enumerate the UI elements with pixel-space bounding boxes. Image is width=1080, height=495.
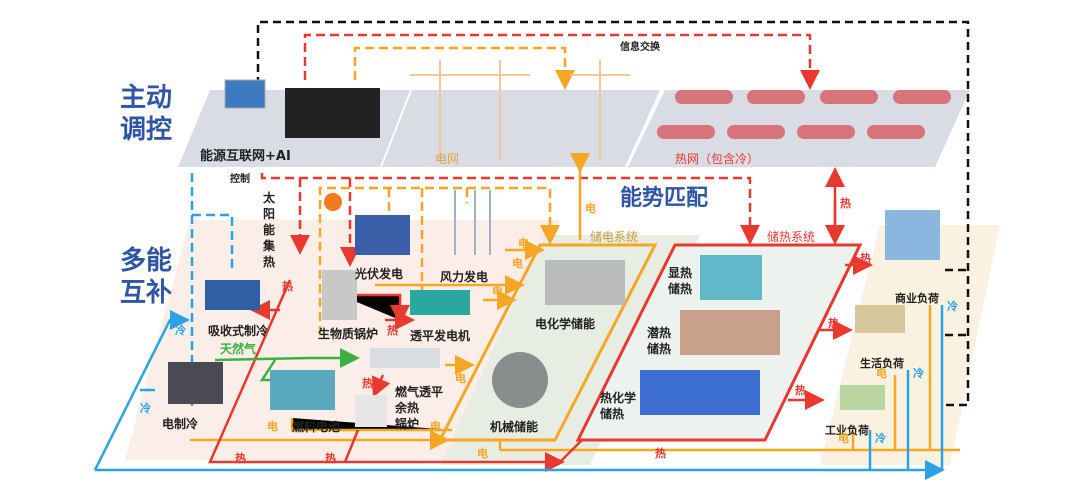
waste-heat-boiler-label: 余热锅炉 [395, 401, 420, 431]
flow-label-cold: 冷 [947, 300, 958, 313]
latent-label: 潜热储热 [647, 326, 672, 356]
thermal-storage-title: 储热系统 [767, 230, 816, 244]
flow-label-heat: 热 [235, 452, 246, 465]
flow-label-electric: 电 [838, 432, 849, 445]
electric-storage-border [437, 243, 658, 442]
section-active-control: 主动 调控 [120, 83, 173, 145]
flow-label-heat: 热 [655, 447, 666, 460]
flow-label-heat: 热 [860, 252, 871, 265]
wind-turbine-icon [454, 190, 491, 255]
flow-label-electric: 电 [267, 420, 278, 433]
industrial-factory-icon [840, 385, 885, 410]
grid-platform [382, 90, 660, 167]
flow-label-electric: 电 [518, 237, 529, 250]
waste-heat-boiler-icon [355, 395, 387, 427]
flow-label-heat: 热 [362, 377, 373, 390]
flow-label-cold: 冷 [913, 367, 924, 380]
residential-house-icon [855, 305, 905, 333]
electric-chiller-label: 电制冷 [162, 417, 199, 431]
turbine-generator-label: 透平发电机 [410, 329, 471, 343]
thermochemical-icon [640, 370, 760, 415]
flow-label-heat: 热 [828, 317, 839, 330]
flow-label-electric: 电 [477, 447, 488, 460]
flow-label-electric: 电 [455, 372, 466, 385]
electrochemical-label: 电化学储能 [535, 317, 596, 331]
absorption-chiller-label: 吸收式制冷 [208, 324, 269, 338]
control-label: 控制 [230, 174, 250, 185]
monitor-icon [224, 79, 266, 109]
electric-storage-base [440, 235, 700, 465]
absorption-chiller-icon [205, 280, 260, 310]
server-icon [285, 88, 380, 138]
flow-label-cold: 冷 [140, 402, 151, 415]
pv-panel-icon [355, 215, 410, 255]
electrochemical-icon [545, 260, 625, 305]
latent-storage-icon [680, 310, 780, 355]
sun-icon [324, 193, 342, 211]
flow-label-electric: 电 [430, 420, 441, 433]
gas-turbine-label: 燃气透平 [395, 385, 444, 399]
solar-thermal-label: 太阳能集热 [263, 191, 276, 269]
pv-label: 光伏发电 [355, 267, 404, 281]
flow-label-cold: 冷 [175, 324, 186, 337]
industrial-load-label: 工业负荷 [825, 424, 869, 437]
fuel-cell-label: 燃料电池 [292, 420, 341, 434]
section-multi-energy: 多能 互补 [120, 246, 173, 308]
electric-chiller-icon [168, 362, 223, 404]
mechanical-label: 机械储能 [490, 420, 539, 434]
wind-label: 风力发电 [440, 270, 489, 284]
heat-grid-label: 热网（包含冷） [675, 152, 760, 166]
commercial-load-label: 商业负荷 [895, 292, 939, 305]
flow-label-heat: 热 [795, 384, 806, 397]
thermochemical-label: 热化学储热 [600, 391, 637, 421]
pylon-icons [410, 60, 630, 160]
info-exchange-label: 信息交换 [620, 42, 660, 53]
flow-label-cold: 冷 [875, 432, 886, 445]
flow-label-electric: 电 [492, 285, 503, 298]
power-grid-label: 电网 [435, 152, 460, 166]
biomass-boiler-icon [322, 270, 357, 320]
flow-label-electric: 电 [585, 202, 596, 215]
turbine-generator-icon [410, 290, 470, 315]
flow-label-heat: 热 [325, 452, 336, 465]
biomass-boiler-label: 生物质锅炉 [318, 327, 379, 341]
electric-storage-title: 储电系统 [590, 230, 639, 244]
sensible-label: 显热储热 [668, 266, 693, 296]
flow-label-electric: 电 [876, 367, 887, 380]
flywheel-icon [492, 352, 548, 408]
section-energy-match: 能势匹配 [620, 186, 709, 211]
flow-label-electric: 电 [512, 257, 523, 270]
natural-gas-label: 天然气 [220, 342, 257, 356]
heat-pipe-icons [657, 90, 951, 139]
info-line [256, 20, 970, 407]
residential-load-label: 生活负荷 [860, 357, 904, 370]
flow-label-heat: 热 [840, 197, 851, 210]
flow-label-heat: 热 [282, 280, 293, 293]
gas-turbine-icon [370, 348, 440, 368]
ai-platform-label: 能源互联网+AI [200, 149, 291, 164]
flow-label-heat: 热 [387, 324, 398, 337]
fuel-cell-icon [270, 370, 335, 410]
commercial-building-icon [885, 210, 940, 260]
sensible-storage-icon [700, 255, 762, 300]
